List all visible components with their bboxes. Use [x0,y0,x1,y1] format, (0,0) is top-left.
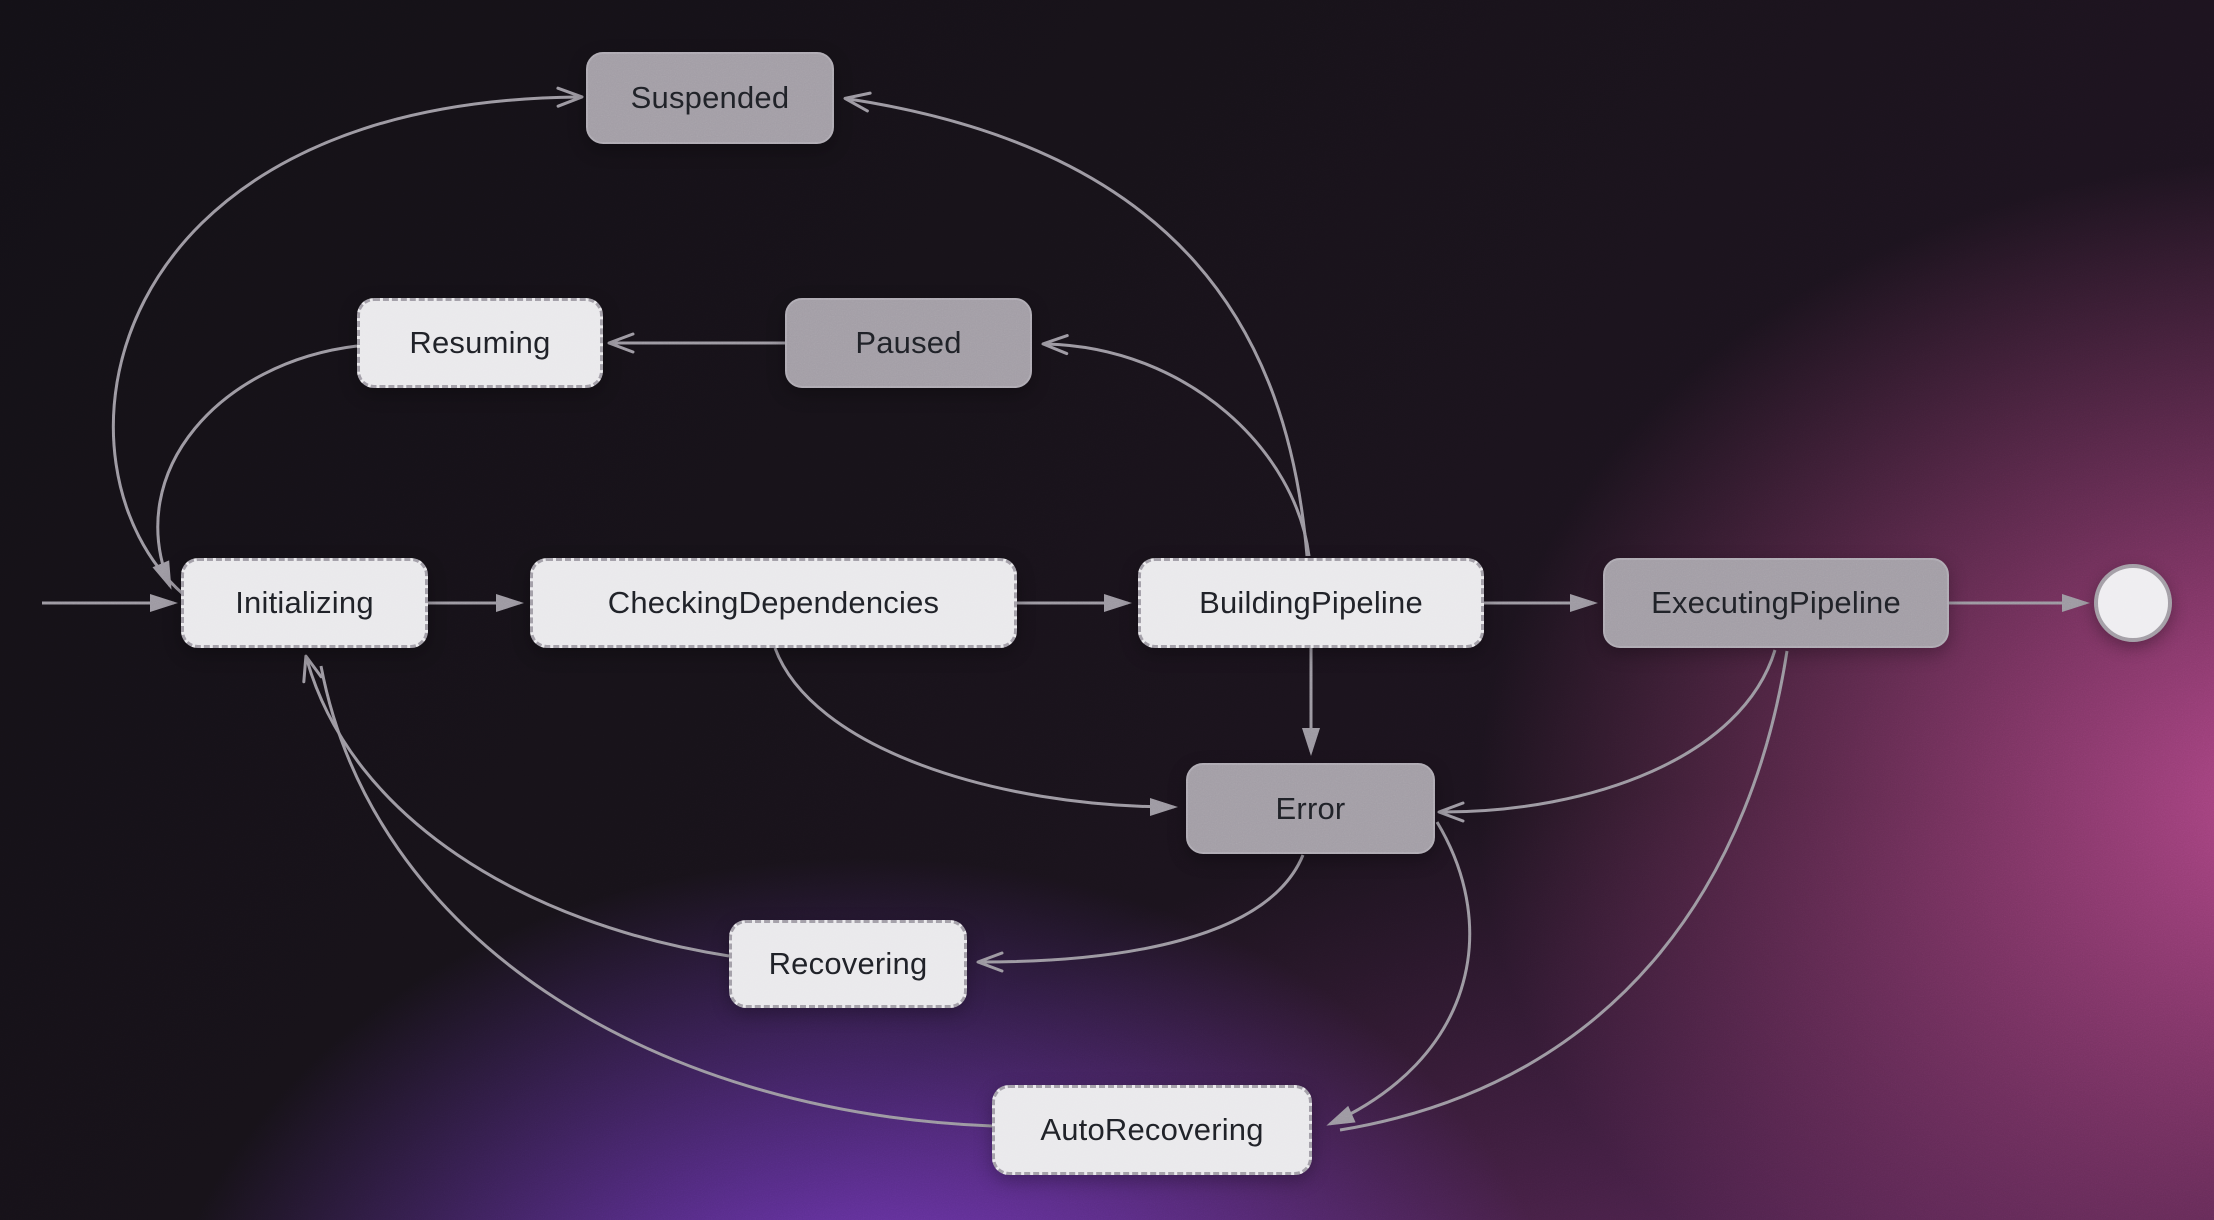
state-node-checkingdependencies[interactable]: CheckingDependencies [530,558,1017,648]
state-label: BuildingPipeline [1199,585,1423,620]
state-node-autorecovering[interactable]: AutoRecovering [992,1085,1312,1175]
final-state-circle [2094,564,2172,642]
state-label: Resuming [409,325,551,360]
state-node-suspended[interactable]: Suspended [586,52,834,144]
state-node-error[interactable]: Error [1186,763,1435,854]
state-node-buildingpipeline[interactable]: BuildingPipeline [1138,558,1484,648]
state-node-executingpipeline[interactable]: ExecutingPipeline [1603,558,1949,648]
state-node-recovering[interactable]: Recovering [729,920,967,1008]
state-label: CheckingDependencies [607,585,940,620]
state-label: Initializing [235,585,374,620]
state-node-initializing[interactable]: Initializing [181,558,428,648]
state-label: Recovering [768,946,928,981]
state-label: Error [1275,790,1346,826]
state-node-resuming[interactable]: Resuming [357,298,603,388]
state-label: Paused [855,325,962,360]
state-label: ExecutingPipeline [1651,585,1901,620]
state-label: Suspended [630,80,790,115]
state-node-paused[interactable]: Paused [785,298,1032,388]
state-label: AutoRecovering [1040,1112,1264,1147]
